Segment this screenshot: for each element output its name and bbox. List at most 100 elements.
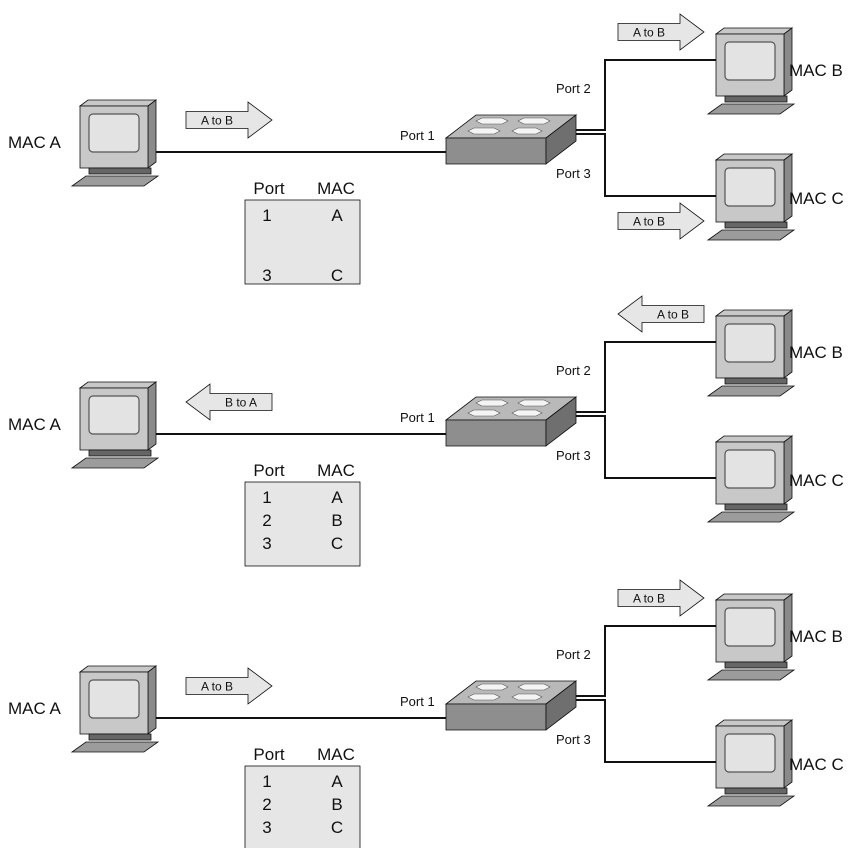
label-port-2: Port 2 — [556, 363, 591, 378]
switch-side — [545, 114, 577, 165]
frame-arrow — [617, 295, 705, 333]
monitor-top — [714, 593, 794, 601]
keyboard — [70, 175, 160, 187]
computer-base — [88, 167, 152, 175]
computer-base — [724, 787, 788, 795]
monitor-top — [78, 381, 158, 389]
switch-port-arrow — [517, 399, 551, 407]
mac-table-port-cell: 3 — [262, 534, 271, 553]
computer-a — [70, 99, 160, 187]
mac-table-box — [244, 765, 361, 851]
label-mac-c: MAC C — [789, 471, 844, 490]
switch-port-arrow — [517, 117, 551, 125]
computer-b — [706, 27, 796, 115]
label-port-3: Port 3 — [556, 732, 591, 747]
monitor-side — [783, 153, 793, 223]
computer-c — [706, 719, 796, 807]
keyboard — [706, 669, 796, 681]
switch-port-arrow — [467, 127, 501, 135]
computer-a — [70, 665, 160, 753]
switch-front — [445, 419, 547, 447]
switch-front — [445, 703, 547, 731]
monitor-top — [78, 99, 158, 107]
frame-label: A to B — [633, 215, 665, 229]
monitor-screen — [724, 733, 776, 773]
monitor-screen — [88, 113, 140, 153]
label-mac-a: MAC A — [8, 415, 62, 434]
link-b — [576, 59, 718, 131]
label-port-3: Port 3 — [556, 448, 591, 463]
mac-table-box — [244, 199, 361, 285]
label-port-2: Port 2 — [556, 647, 591, 662]
keyboard — [70, 741, 160, 753]
mac-table-mac-cell: C — [331, 534, 343, 553]
mac-table-mac-cell: A — [331, 206, 343, 225]
switch-port-arrow — [475, 117, 509, 125]
mac-table-header-port: Port — [253, 461, 284, 480]
label-port-1: Port 1 — [400, 694, 435, 709]
monitor-top — [714, 153, 794, 161]
monitor-side — [147, 665, 157, 735]
switch-side — [545, 396, 577, 447]
label-mac-c: MAC C — [789, 189, 844, 208]
label-port-1: Port 1 — [400, 410, 435, 425]
mac-table-header-mac: MAC — [317, 461, 355, 480]
computer-base — [724, 221, 788, 229]
label-mac-b: MAC B — [789, 627, 843, 646]
mac-table-port-cell: 2 — [262, 511, 271, 530]
label-mac-a: MAC A — [8, 133, 62, 152]
label-mac-c: MAC C — [789, 755, 844, 774]
monitor-side — [783, 435, 793, 505]
switch — [444, 114, 578, 165]
frame-arrow — [617, 13, 705, 51]
monitor-top — [714, 309, 794, 317]
monitor-screen — [88, 395, 140, 435]
mac-table-box — [244, 481, 361, 567]
frame-label: A to B — [201, 114, 233, 128]
monitor-screen — [724, 449, 776, 489]
computer-base — [724, 377, 788, 385]
monitor-side — [147, 99, 157, 169]
mac-table-port-cell: 1 — [262, 772, 271, 791]
mac-table-header-port: Port — [253, 745, 284, 764]
switch-front — [445, 137, 547, 165]
monitor-side — [147, 381, 157, 451]
computer-base — [724, 503, 788, 511]
switch — [444, 680, 578, 731]
frame-label: A to B — [633, 26, 665, 40]
switch-port-arrow — [511, 409, 543, 417]
computer-c — [706, 435, 796, 523]
monitor-screen — [724, 41, 776, 81]
mac-table-header-port: Port — [253, 179, 284, 198]
monitor-screen — [88, 679, 140, 719]
computer-b — [706, 309, 796, 397]
computer-c — [706, 153, 796, 241]
switch-port-arrow — [475, 399, 509, 407]
monitor-top — [78, 665, 158, 673]
label-port-1: Port 1 — [400, 128, 435, 143]
frame-label: A to B — [201, 680, 233, 694]
switch — [444, 396, 578, 447]
computer-base — [88, 733, 152, 741]
link-b — [576, 625, 718, 697]
frame-arrow — [617, 579, 705, 617]
mac-table-port-cell: 3 — [262, 818, 271, 837]
mac-table-header-mac: MAC — [317, 179, 355, 198]
keyboard — [706, 103, 796, 115]
monitor-screen — [724, 607, 776, 647]
mac-table-port-cell: 1 — [262, 488, 271, 507]
link-b — [576, 341, 718, 413]
switch-port-arrow — [475, 683, 509, 691]
mac-table-mac-cell: C — [331, 818, 343, 837]
monitor-top — [714, 719, 794, 727]
monitor-screen — [724, 167, 776, 207]
frame-arrow — [185, 667, 273, 705]
monitor-side — [783, 719, 793, 789]
label-mac-a: MAC A — [8, 699, 62, 718]
frame-arrow — [617, 202, 705, 240]
